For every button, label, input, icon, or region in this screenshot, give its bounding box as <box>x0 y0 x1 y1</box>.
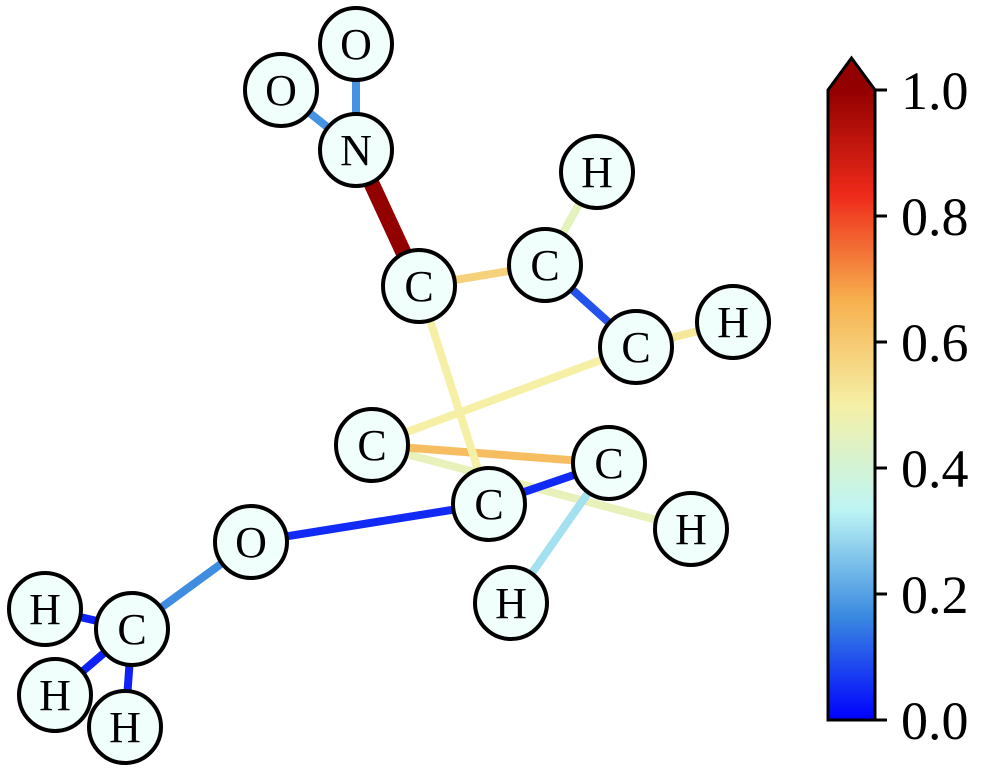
atom-circle <box>381 248 457 324</box>
atom-label: H <box>29 585 61 634</box>
atom-label: N <box>340 126 372 175</box>
atom-h4: H <box>473 565 549 641</box>
atom-c4: C <box>334 407 410 483</box>
atom-n1: N <box>318 112 394 188</box>
atom-circle <box>653 491 729 567</box>
atom-o1: O <box>243 52 319 128</box>
atom-c5: C <box>571 425 647 501</box>
colorbar-tick-label: 0.0 <box>901 691 969 751</box>
atom-label: H <box>109 703 141 752</box>
bond-c4-c5 <box>371 441 610 467</box>
atom-label: H <box>39 671 71 720</box>
colorbar-tick-label: 0.2 <box>901 565 969 625</box>
atom-circle <box>17 657 93 733</box>
atom-circle <box>318 112 394 188</box>
atom-circle <box>507 227 583 303</box>
colorbar: 0.0 0.2 0.4 0.6 0.8 1.0 <box>826 55 969 751</box>
atom-c2: C <box>507 227 583 303</box>
atom-h2: H <box>695 284 771 360</box>
atom-label: O <box>265 66 297 115</box>
atom-label: C <box>404 262 433 311</box>
atom-label: C <box>621 323 650 372</box>
atom-circle <box>243 52 319 128</box>
atom-label: O <box>340 20 372 69</box>
atom-h7: H <box>87 689 163 765</box>
atom-label: C <box>357 421 386 470</box>
atom-h6: H <box>17 657 93 733</box>
atom-circle <box>598 309 674 385</box>
atom-c7: C <box>94 591 170 667</box>
colorbar-tick-label: 1.0 <box>901 61 969 121</box>
colorbar-tick-label: 0.8 <box>901 187 969 247</box>
atom-circle <box>451 466 527 542</box>
atom-circle <box>571 425 647 501</box>
colorbar-extend-arrow <box>828 58 875 90</box>
atom-circle <box>318 6 394 82</box>
atom-h3: H <box>653 491 729 567</box>
atom-c6: C <box>451 466 527 542</box>
atom-h5: H <box>7 571 83 647</box>
bond-c6-o3 <box>250 500 490 546</box>
colorbar-tick-label: 0.4 <box>901 439 969 499</box>
bond-c3-c4 <box>370 343 638 449</box>
atom-label: C <box>594 439 623 488</box>
atom-circle <box>87 689 163 765</box>
atom-circle <box>334 407 410 483</box>
atom-label: C <box>474 480 503 529</box>
atom-c3: C <box>598 309 674 385</box>
atom-label: C <box>530 241 559 290</box>
atom-label: H <box>581 148 613 197</box>
atom-label: H <box>717 298 749 347</box>
colorbar-outline <box>826 55 877 722</box>
atom-circle <box>473 565 549 641</box>
atom-o3: O <box>213 504 289 580</box>
atom-circle <box>695 284 771 360</box>
atom-label: O <box>235 518 267 567</box>
atom-h1: H <box>559 134 635 210</box>
atom-label: H <box>495 579 527 628</box>
atom-circle <box>213 504 289 580</box>
atom-label: H <box>675 505 707 554</box>
atom-label: C <box>117 605 146 654</box>
bond-c6-c1 <box>415 284 493 506</box>
atom-circle <box>559 134 635 210</box>
atom-circle <box>94 591 170 667</box>
atom-circle <box>7 571 83 647</box>
colorbar-gradient <box>828 90 875 720</box>
colorbar-tick-label: 0.6 <box>901 313 969 373</box>
atom-o2: O <box>318 6 394 82</box>
atom-c1: C <box>381 248 457 324</box>
